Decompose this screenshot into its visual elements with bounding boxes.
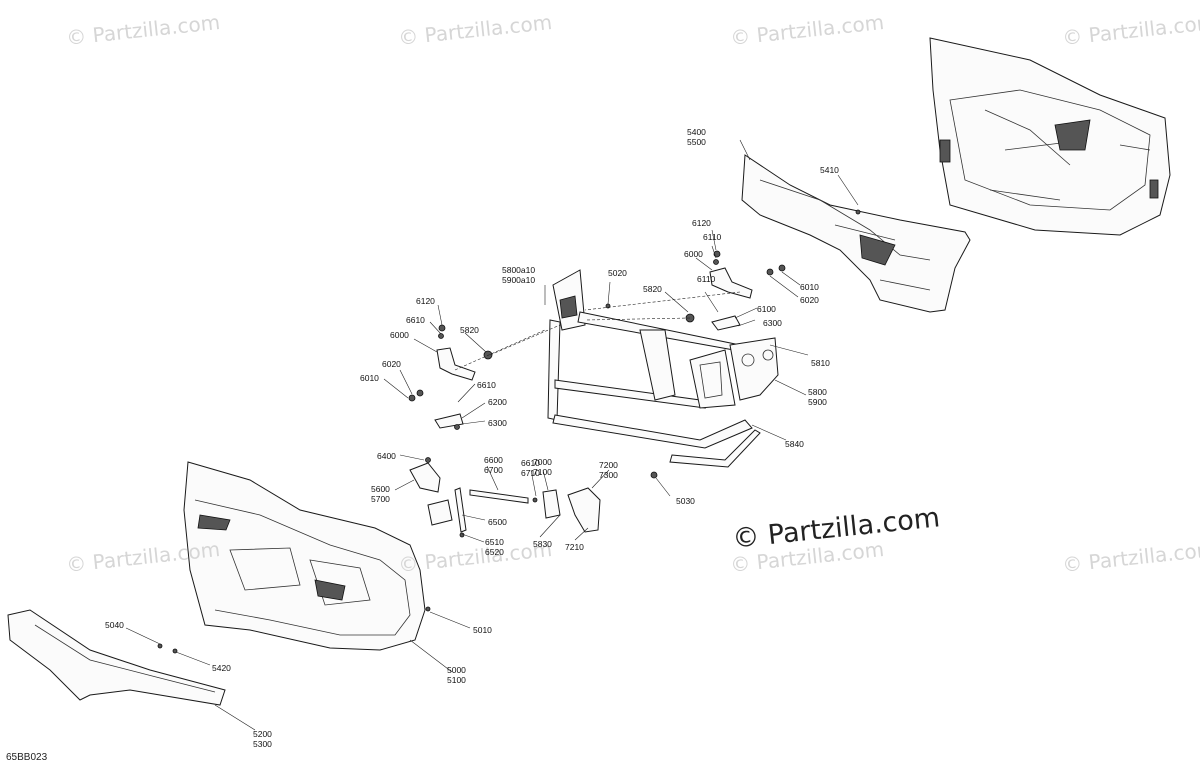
- callout-6610[interactable]: 6610: [406, 315, 425, 325]
- callout-6100[interactable]: 6100: [757, 304, 776, 314]
- callout-6000[interactable]: 6000: [390, 330, 409, 340]
- callout-5010[interactable]: 5010: [473, 625, 492, 635]
- callout-5800[interactable]: 5800 5900: [808, 387, 827, 407]
- callout-6300[interactable]: 6300: [488, 418, 507, 428]
- callout-6110[interactable]: 6110: [697, 274, 716, 284]
- callout-5400[interactable]: 5400 5500: [687, 127, 706, 147]
- callout-6500[interactable]: 6500: [488, 517, 507, 527]
- callout-5810[interactable]: 5810: [811, 358, 830, 368]
- callout-6010[interactable]: 6010: [360, 373, 379, 383]
- callout-5820[interactable]: 5820: [460, 325, 479, 335]
- callout-6300[interactable]: 6300: [763, 318, 782, 328]
- callout-6120[interactable]: 6120: [416, 296, 435, 306]
- callout-6610[interactable]: 6610 6710: [521, 458, 540, 478]
- leader-lines: [125, 139, 859, 731]
- callout-7000[interactable]: 7000 7100: [533, 457, 552, 477]
- lower-hinge[interactable]: [408, 324, 493, 430]
- door-frame[interactable]: [547, 269, 779, 468]
- callout-5830[interactable]: 5830: [533, 539, 552, 549]
- latch-mechanism[interactable]: [409, 457, 601, 533]
- door-assembly[interactable]: [929, 37, 1171, 236]
- callout-5200[interactable]: 5200 5300: [253, 729, 272, 749]
- callout-6610[interactable]: 6610: [477, 380, 496, 390]
- callout-5020[interactable]: 5020: [608, 268, 627, 278]
- callout-6400[interactable]: 6400: [377, 451, 396, 461]
- callout-5040[interactable]: 5040: [105, 620, 124, 630]
- callout-6200[interactable]: 6200: [488, 397, 507, 407]
- callout-5840[interactable]: 5840: [785, 439, 804, 449]
- inner-trim-panel[interactable]: [741, 154, 971, 313]
- lower-trim-panel[interactable]: [7, 609, 226, 706]
- outer-door-panel[interactable]: [183, 461, 426, 651]
- callout-7200[interactable]: 7200 7300: [599, 460, 618, 480]
- callout-6020[interactable]: 6020: [800, 295, 819, 305]
- callout-5410[interactable]: 5410: [820, 165, 839, 175]
- diagram-code: 65BB023: [6, 752, 48, 763]
- callout-6120[interactable]: 6120: [692, 218, 711, 228]
- callout-5820[interactable]: 5820: [643, 284, 662, 294]
- upper-hinge[interactable]: [685, 250, 786, 331]
- callout-5000[interactable]: 5000 5100: [447, 665, 466, 685]
- callout-5420[interactable]: 5420: [212, 663, 231, 673]
- callout-6510[interactable]: 6510 6520: [485, 537, 504, 557]
- callout-5030[interactable]: 5030: [676, 496, 695, 506]
- callout-6020[interactable]: 6020: [382, 359, 401, 369]
- callout-5800a10[interactable]: 5800a10 5900a10: [502, 265, 536, 285]
- callout-6000[interactable]: 6000: [684, 249, 703, 259]
- callout-7210[interactable]: 7210: [565, 542, 584, 552]
- callout-6110[interactable]: 6110: [703, 232, 722, 242]
- callout-5600[interactable]: 5600 5700: [371, 484, 390, 504]
- callout-6600[interactable]: 6600 6700: [484, 455, 503, 475]
- callout-6010[interactable]: 6010: [800, 282, 819, 292]
